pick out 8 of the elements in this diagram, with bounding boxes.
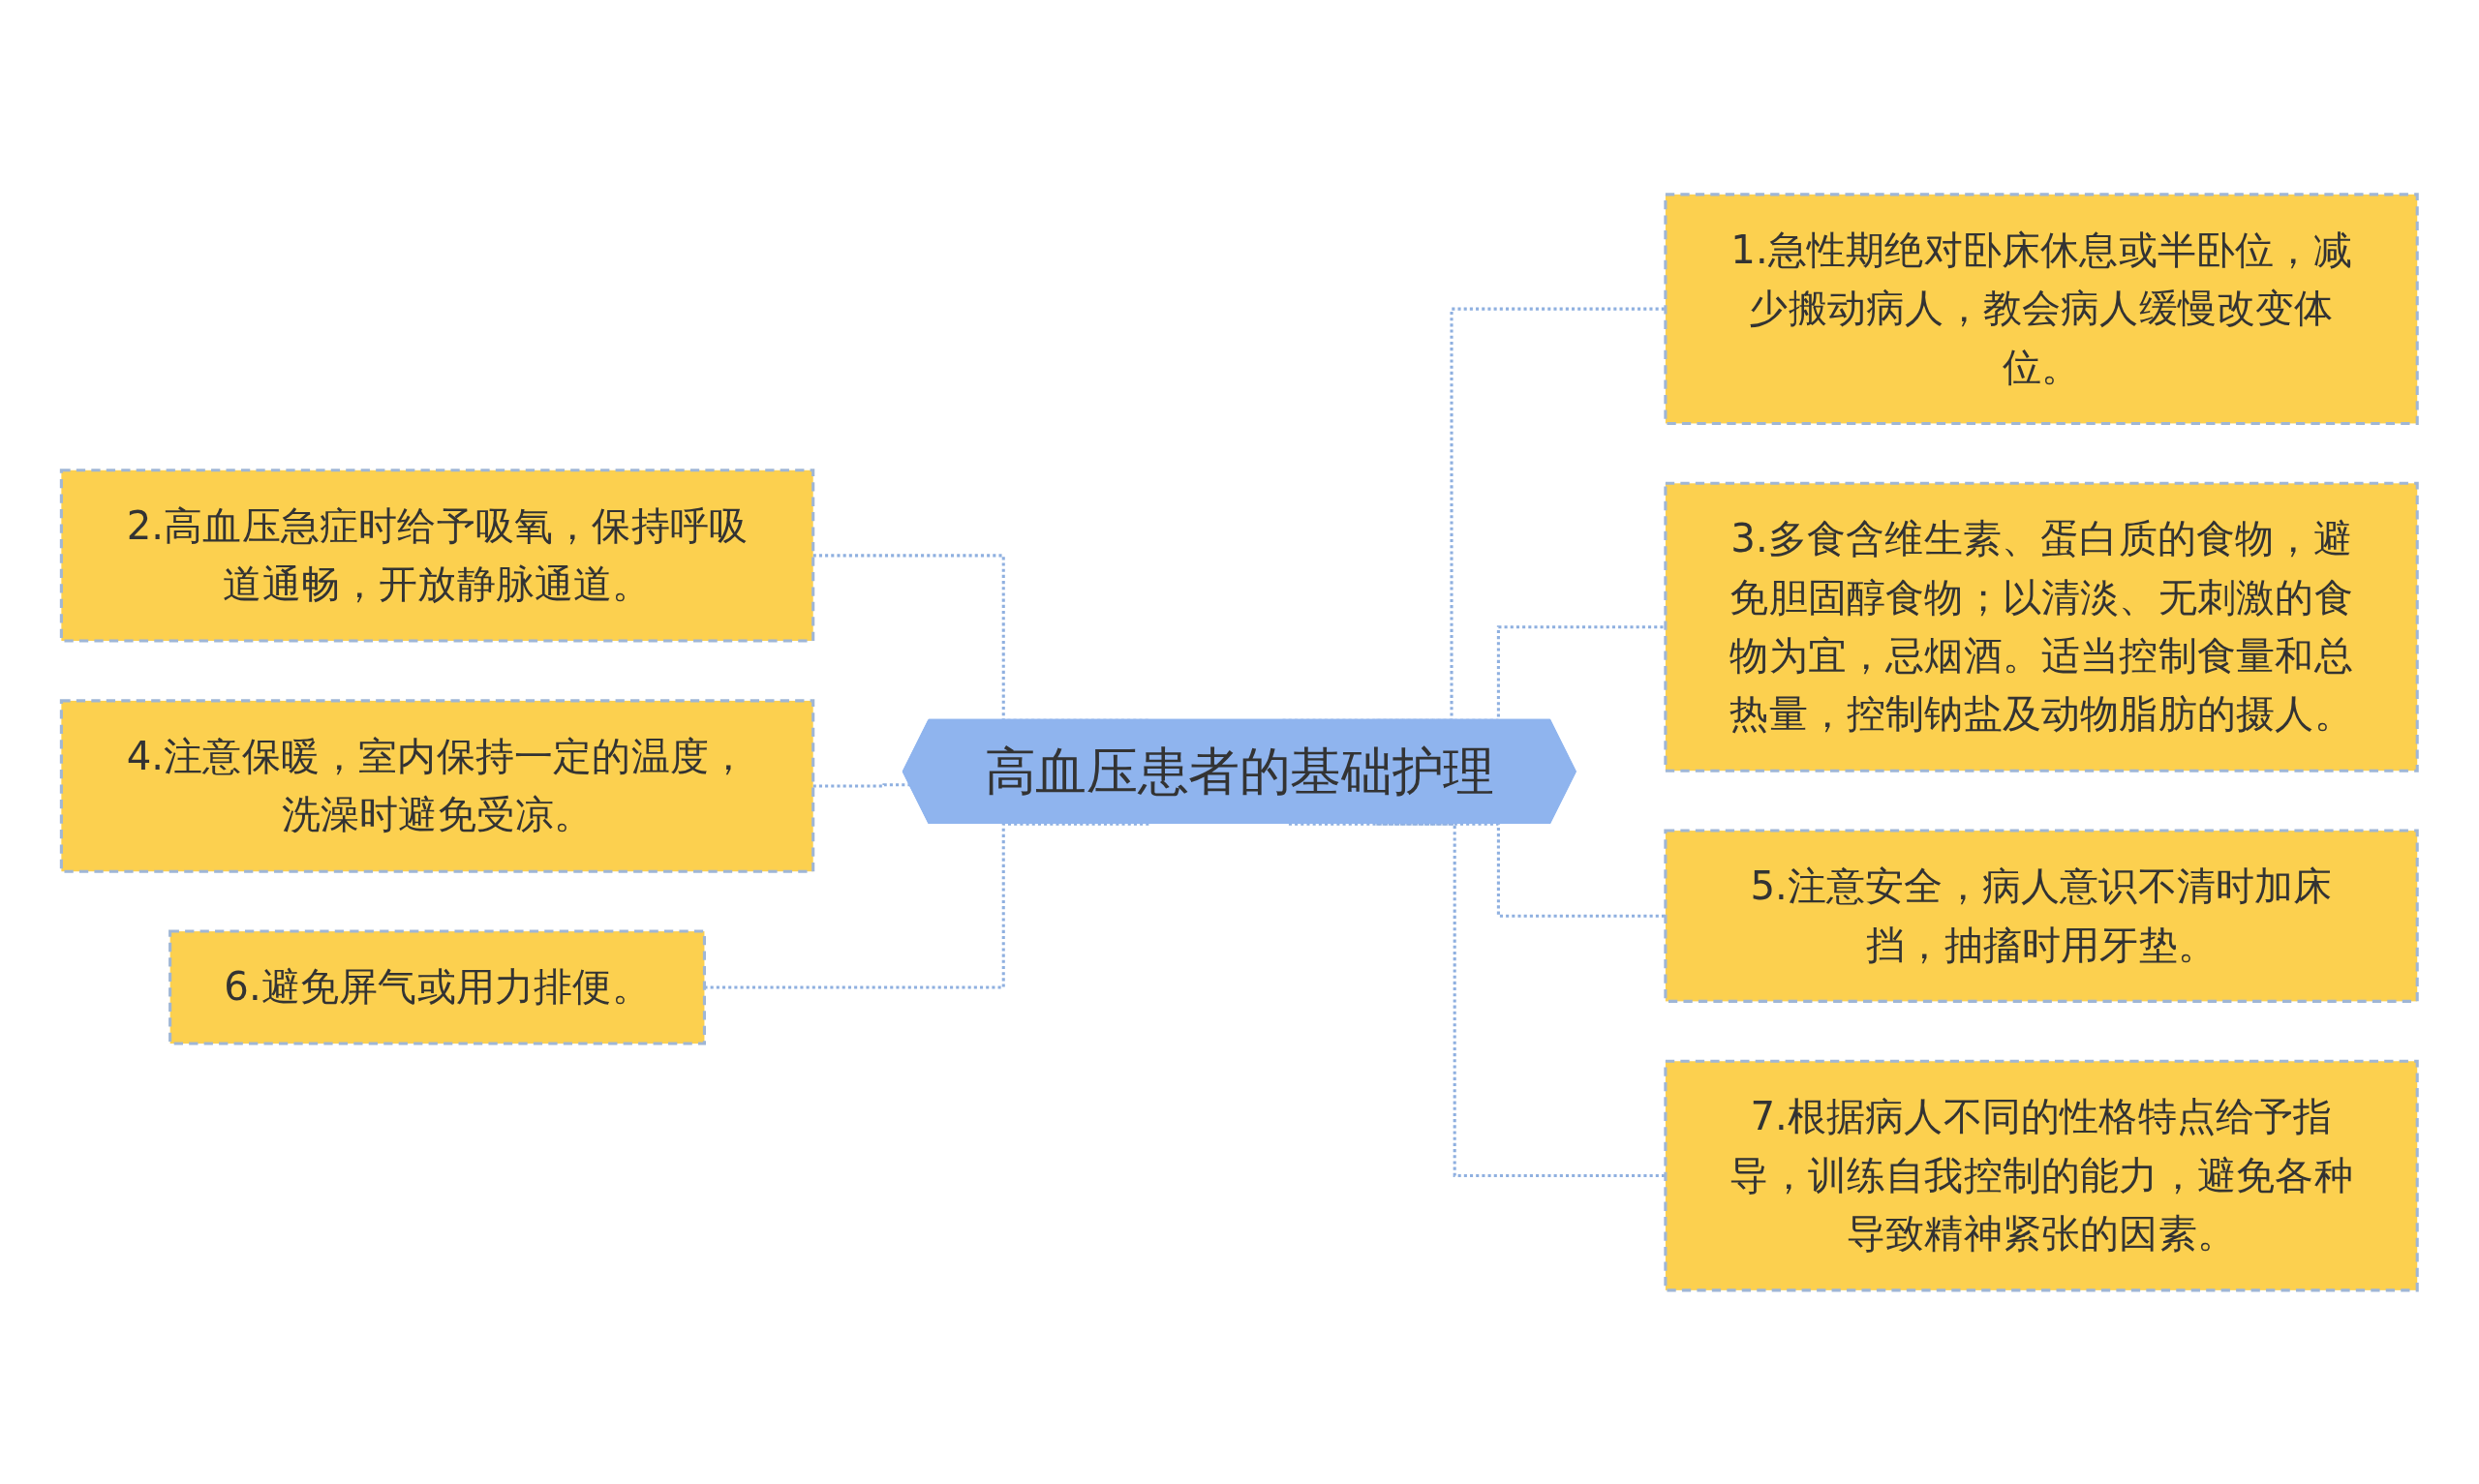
node-box: 2.高血压急症时给予吸氧，保持呼吸道通畅，开放静脉通道。 [60,468,815,643]
node-box: 1.急性期绝对卧床休息或半卧位，减少搬动病人，教会病人缓慢改变体位。 [1664,192,2419,425]
node-box: 7.根据病人不同的性格特点给予指导，训练自我控制的能力，避免各种导致精神紧张的因素。 [1664,1059,2419,1292]
node-box: 4.注意保暖，室内保持一定的温度，洗澡时避免受凉。 [60,699,815,873]
connector [812,782,910,788]
node-box: 3.多食含维生素、蛋白质的食物，避免胆固醇食物；以清淡、无刺激的食物为宜，忌烟酒。适当控制食量和总热量，控制钠盐及动物脂肪的摄人。 [1664,481,2419,772]
node-box: 5.注意安全，病人意识不清时加床挡，抽搐时用牙垫。 [1664,829,2419,1003]
node-box: 6.避免屏气或用力排便。 [168,929,707,1045]
